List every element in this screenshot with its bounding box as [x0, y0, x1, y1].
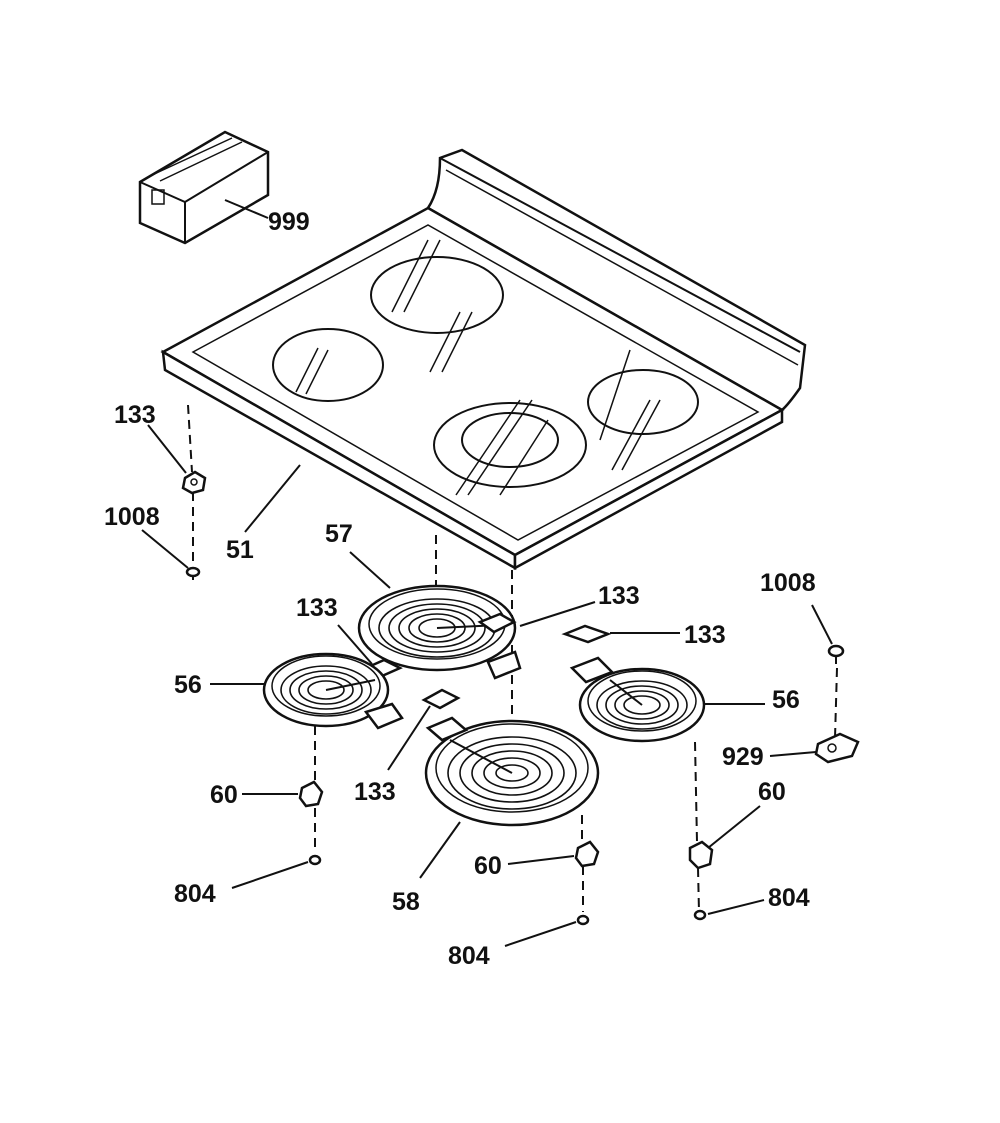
- label-133-left: 133: [114, 401, 156, 429]
- label-929: 929: [722, 743, 764, 771]
- label-804-left: 804: [174, 880, 216, 908]
- leader-133-center: [387, 705, 431, 771]
- label-133-left-top: 133: [296, 594, 338, 622]
- receptacle-part-left: [298, 780, 324, 808]
- spacer-part-right: [561, 624, 612, 644]
- clip-part-left: [181, 470, 207, 495]
- leader-1008-left: [141, 529, 189, 569]
- receptacle-part-right: [688, 840, 714, 870]
- leader-133-left: [147, 424, 187, 474]
- leader-133-rear-right: [519, 601, 596, 627]
- label-56-right: 56: [772, 686, 800, 714]
- dropline-bracket: [834, 667, 838, 739]
- receptacle-part-center: [574, 840, 600, 868]
- element-front-part: [424, 716, 600, 827]
- screw-part-bottom-right: [693, 909, 707, 921]
- label-804-center: 804: [448, 942, 490, 970]
- label-60-center: 60: [474, 852, 502, 880]
- screw-part-right: [827, 644, 845, 664]
- label-58: 58: [392, 888, 420, 916]
- leader-60-right: [707, 805, 761, 849]
- spacer-part-center: [421, 688, 461, 710]
- label-133-rear-right: 133: [598, 582, 640, 610]
- label-999: 999: [268, 208, 310, 236]
- leader-60-center: [507, 855, 575, 865]
- element-right-part: [569, 656, 706, 743]
- label-56-left: 56: [174, 671, 202, 699]
- label-60-right: 60: [758, 778, 786, 806]
- element-rear-part: [357, 584, 522, 680]
- bracket-part: [814, 732, 860, 764]
- label-57: 57: [325, 520, 353, 548]
- leader-1008-right: [811, 604, 833, 645]
- leader-57: [349, 551, 391, 589]
- dropline-left: [187, 404, 193, 473]
- leader-804-left: [231, 861, 309, 889]
- label-1008-right: 1008: [760, 569, 816, 597]
- cooktop-part: [160, 148, 807, 571]
- screw-part-bottom-left: [308, 854, 322, 866]
- leader-929: [769, 751, 817, 757]
- dropline-right-element: [694, 741, 698, 843]
- label-51: 51: [226, 536, 254, 564]
- label-133-right: 133: [684, 621, 726, 649]
- label-60-left: 60: [210, 781, 238, 809]
- label-1008-left: 1008: [104, 503, 160, 531]
- leader-51: [244, 464, 301, 533]
- dropline-right-screw: [697, 867, 700, 913]
- screw-part-left: [185, 566, 201, 580]
- element-left-part: [262, 652, 404, 730]
- carton-part: [138, 130, 270, 245]
- leader-804-center: [504, 921, 577, 947]
- screw-part-bottom-center: [576, 914, 590, 926]
- label-133-center: 133: [354, 778, 396, 806]
- leader-133-left-top: [337, 624, 373, 665]
- leader-999: [224, 199, 269, 219]
- leader-804-right: [707, 899, 765, 915]
- leader-58: [419, 821, 461, 879]
- label-804-right: 804: [768, 884, 810, 912]
